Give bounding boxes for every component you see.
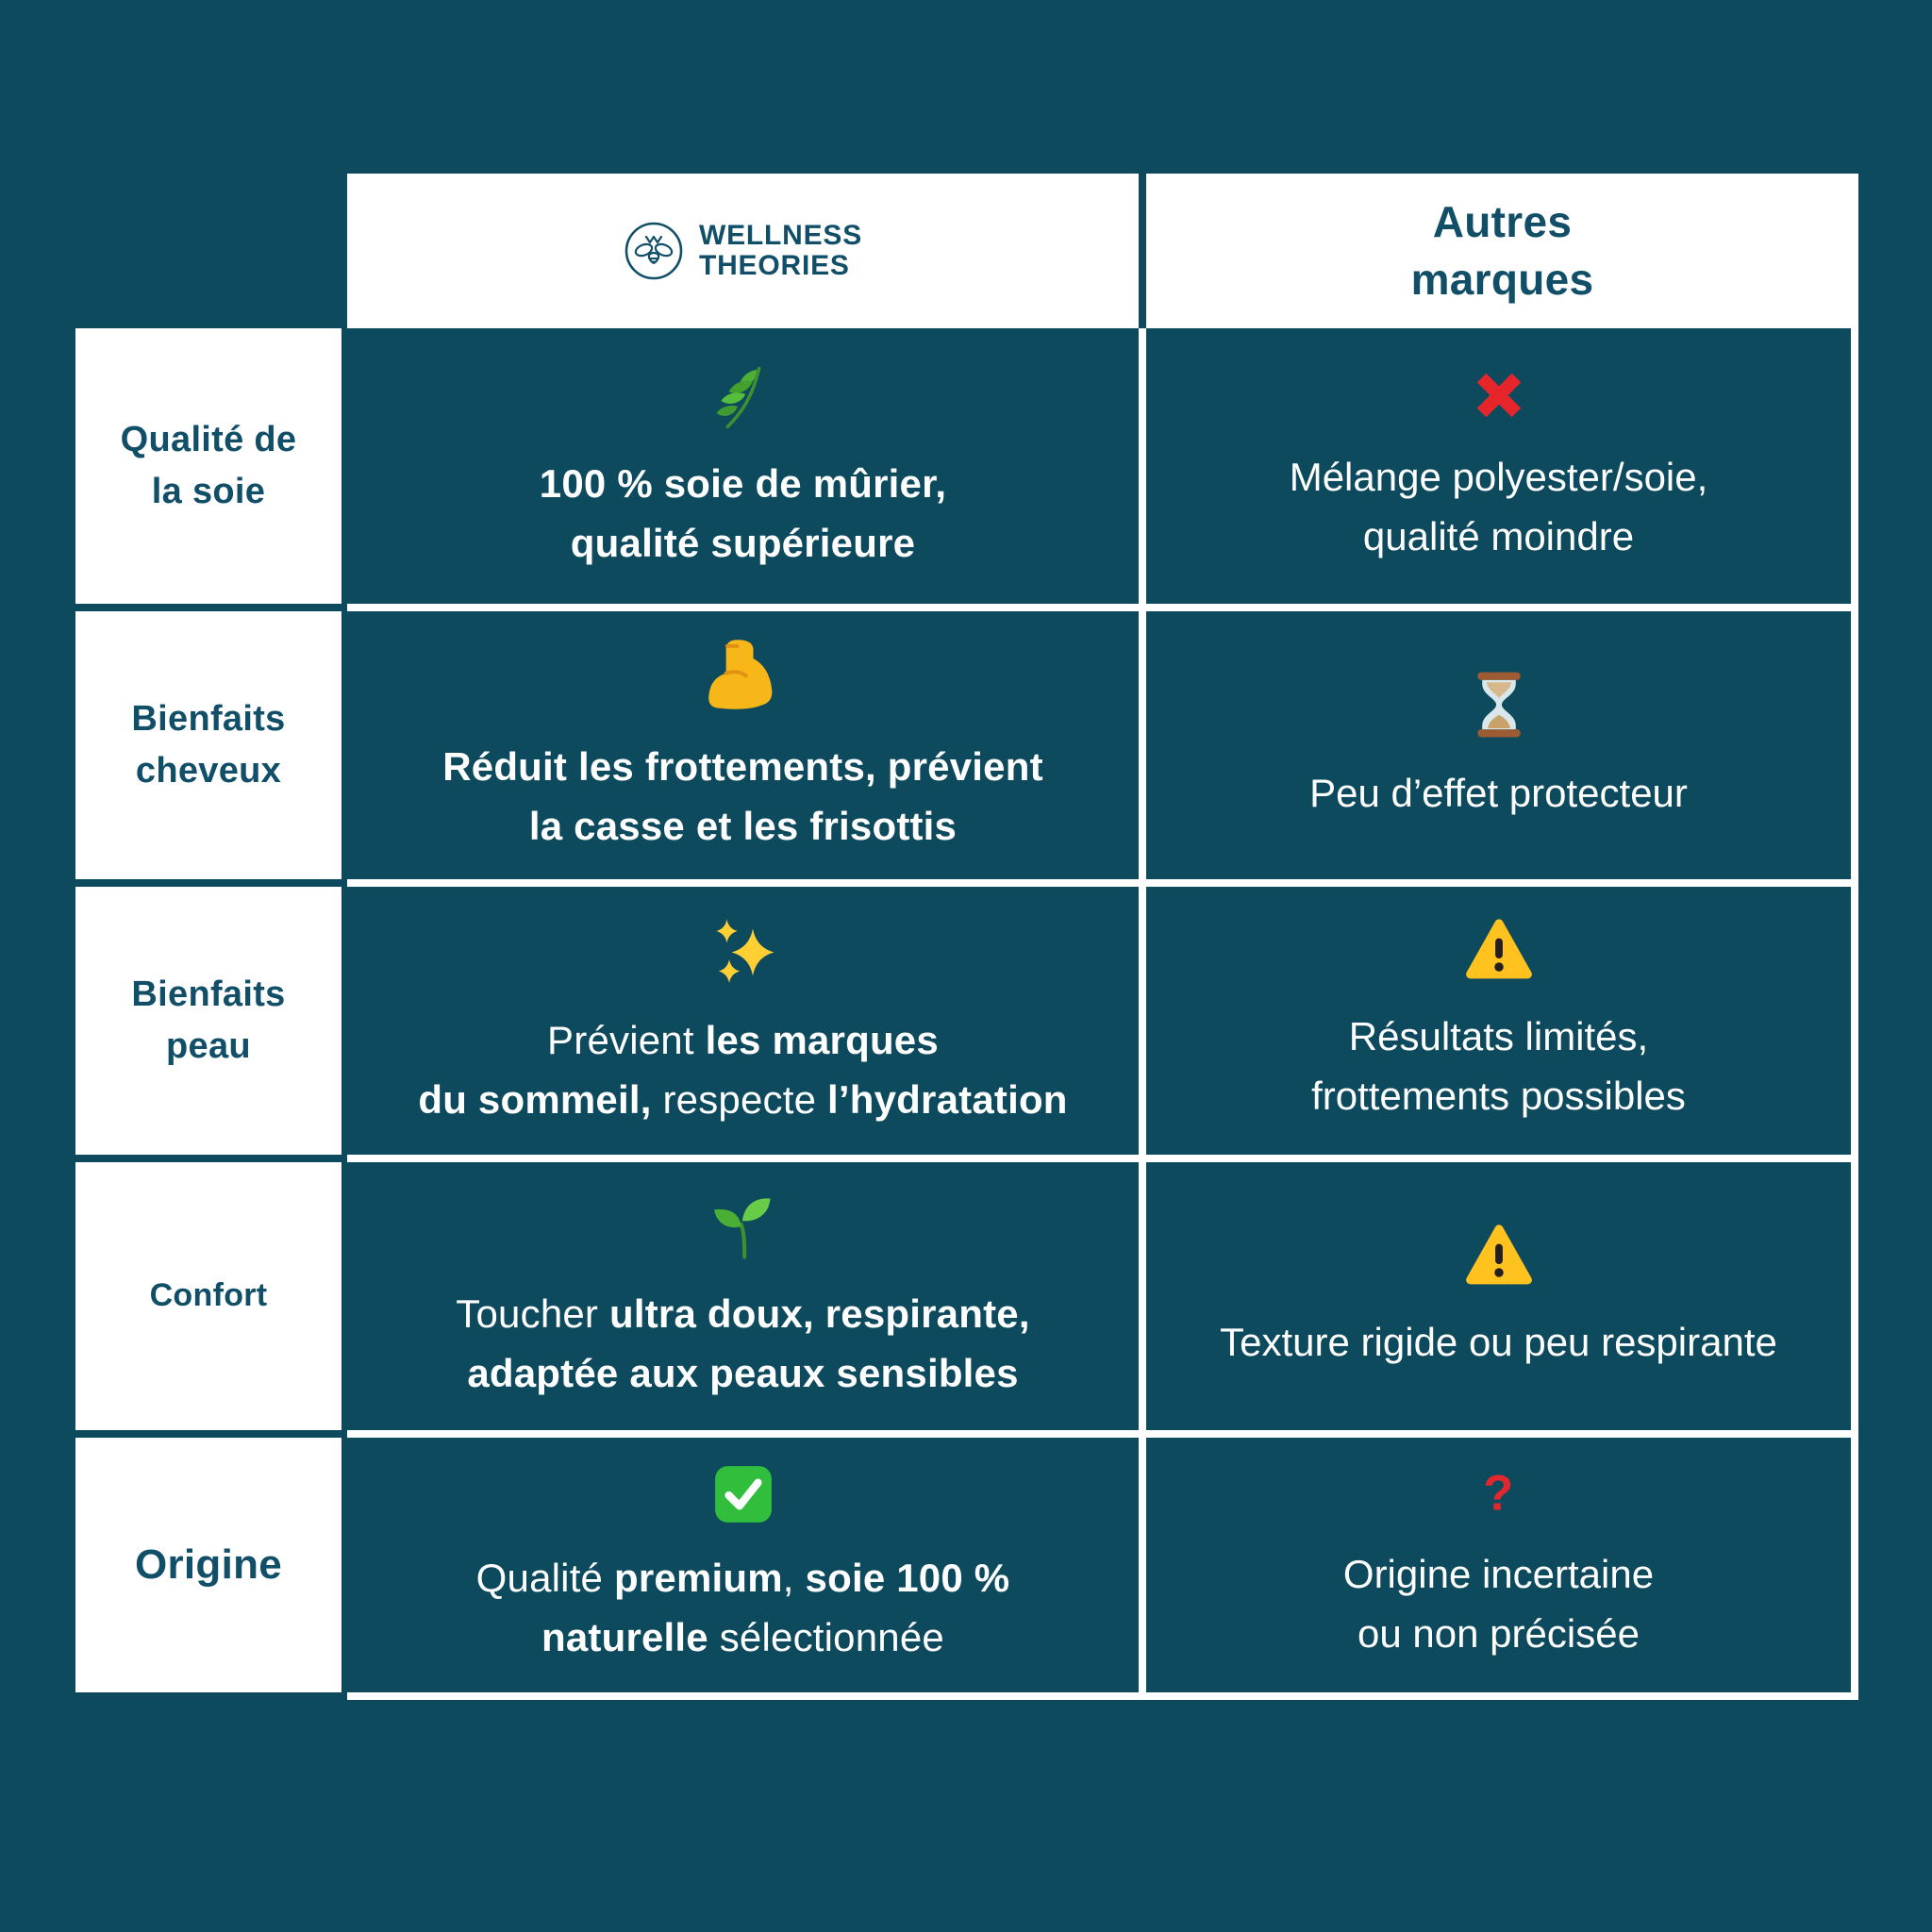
- red-question-icon: ?: [1481, 1467, 1515, 1522]
- cell-text-line: Toucher ultra doux, respirante,: [456, 1291, 1030, 1336]
- cell-text: 100 % soie de mûrier, qualité supérieure: [540, 454, 946, 573]
- hourglass-icon: [1463, 669, 1535, 741]
- bee-logo-icon: [624, 221, 684, 281]
- cell-brand-silk-quality: 100 % soie de mûrier, qualité supérieure: [347, 328, 1139, 604]
- cell-text-line: la casse et les frisottis: [528, 804, 958, 848]
- cell-brand-comfort: Toucher ultra doux, respirante, adaptée a…: [347, 1162, 1139, 1430]
- cell-text: Origine incertaine ou non précisée: [1343, 1544, 1654, 1663]
- cell-text: Toucher ultra doux, respirante, adaptée a…: [456, 1284, 1029, 1403]
- cell-text: Prévient les marques du sommeil, respecte…: [418, 1010, 1067, 1129]
- cell-text-line: Origine incertaine: [1342, 1552, 1655, 1596]
- cell-text-line: Mélange polyester/soie,: [1289, 455, 1708, 499]
- row-label-hair-benefits: Bienfaits cheveux: [75, 611, 341, 879]
- cell-others-hair-benefits: Peu d’effet protecteur: [1146, 611, 1851, 879]
- row-label-comfort: Confort: [75, 1162, 341, 1430]
- cell-text: Réduit les frottements, prévient la casse…: [442, 737, 1043, 856]
- svg-text:?: ?: [1483, 1467, 1513, 1521]
- cell-text-line: Peu d’effet protecteur: [1309, 770, 1688, 815]
- brand-name: WELLNESS THEORIES: [698, 219, 863, 282]
- header-brand-cell: WELLNESS THEORIES: [347, 174, 1139, 328]
- cell-others-comfort: Texture rigide ou peu respirante: [1146, 1162, 1851, 1430]
- row-label-origin: Origine: [75, 1438, 341, 1692]
- check-mark-icon: [712, 1463, 774, 1525]
- warning-icon: [1465, 1222, 1533, 1290]
- cell-text-line: adaptée aux peaux sensibles: [467, 1351, 1019, 1395]
- cell-text: Peu d’effet protecteur: [1309, 763, 1688, 823]
- cell-text-line: Texture rigide ou peu respirante: [1220, 1319, 1777, 1364]
- cross-mark-icon: [1470, 366, 1528, 425]
- cell-text-line: Prévient les marques: [547, 1018, 939, 1062]
- cell-text: Résultats limités, frottements possibles: [1311, 1007, 1686, 1125]
- cell-text-line: Résultats limités,: [1348, 1014, 1649, 1058]
- cell-brand-origin: Qualité premium, soie 100 % naturelle sél…: [347, 1438, 1139, 1692]
- brand-logo: WELLNESS THEORIES: [624, 219, 863, 282]
- brand-name-line2: THEORIES: [698, 250, 850, 281]
- cell-text-line: 100 % soie de mûrier,: [539, 461, 947, 506]
- flexed-biceps-icon: [704, 635, 783, 714]
- cell-text-line: du sommeil, respecte l’hydratation: [418, 1077, 1068, 1122]
- sparkles-icon: [706, 912, 781, 988]
- cell-text-line: naturelle sélectionnée: [541, 1615, 944, 1659]
- warning-icon: [1465, 916, 1533, 984]
- cell-text: Qualité premium, soie 100 % naturelle sél…: [476, 1548, 1010, 1667]
- seedling-icon: [708, 1190, 779, 1261]
- cell-text-line: ou non précisée: [1357, 1611, 1640, 1656]
- cell-brand-skin-benefits: Prévient les marques du sommeil, respecte…: [347, 887, 1139, 1155]
- cell-text-line: Réduit les frottements, prévient: [442, 744, 1043, 789]
- cell-text-line: Qualité premium, soie 100 %: [475, 1556, 1010, 1600]
- cell-text-line: qualité supérieure: [570, 521, 916, 565]
- herb-icon: [708, 359, 779, 431]
- brand-name-line1: WELLNESS: [698, 219, 863, 251]
- cell-text: Texture rigide ou peu respirante: [1220, 1312, 1777, 1372]
- row-label-skin-benefits: Bienfaits peau: [75, 887, 341, 1155]
- cell-text-line: qualité moindre: [1362, 514, 1635, 558]
- cell-text-line: frottements possibles: [1311, 1074, 1686, 1118]
- others-title: Autres marques: [1410, 197, 1594, 304]
- cell-others-skin-benefits: Résultats limités, frottements possibles: [1146, 887, 1851, 1155]
- cell-text: Mélange polyester/soie, qualité moindre: [1290, 447, 1708, 566]
- cell-others-silk-quality: Mélange polyester/soie, qualité moindre: [1146, 328, 1851, 604]
- cell-others-origin: ? Origine incertaine ou non précisée: [1146, 1438, 1851, 1692]
- header-others-cell: Autres marques: [1146, 174, 1858, 328]
- row-label-silk-quality: Qualité de la soie: [75, 328, 341, 604]
- cell-brand-hair-benefits: Réduit les frottements, prévient la casse…: [347, 611, 1139, 879]
